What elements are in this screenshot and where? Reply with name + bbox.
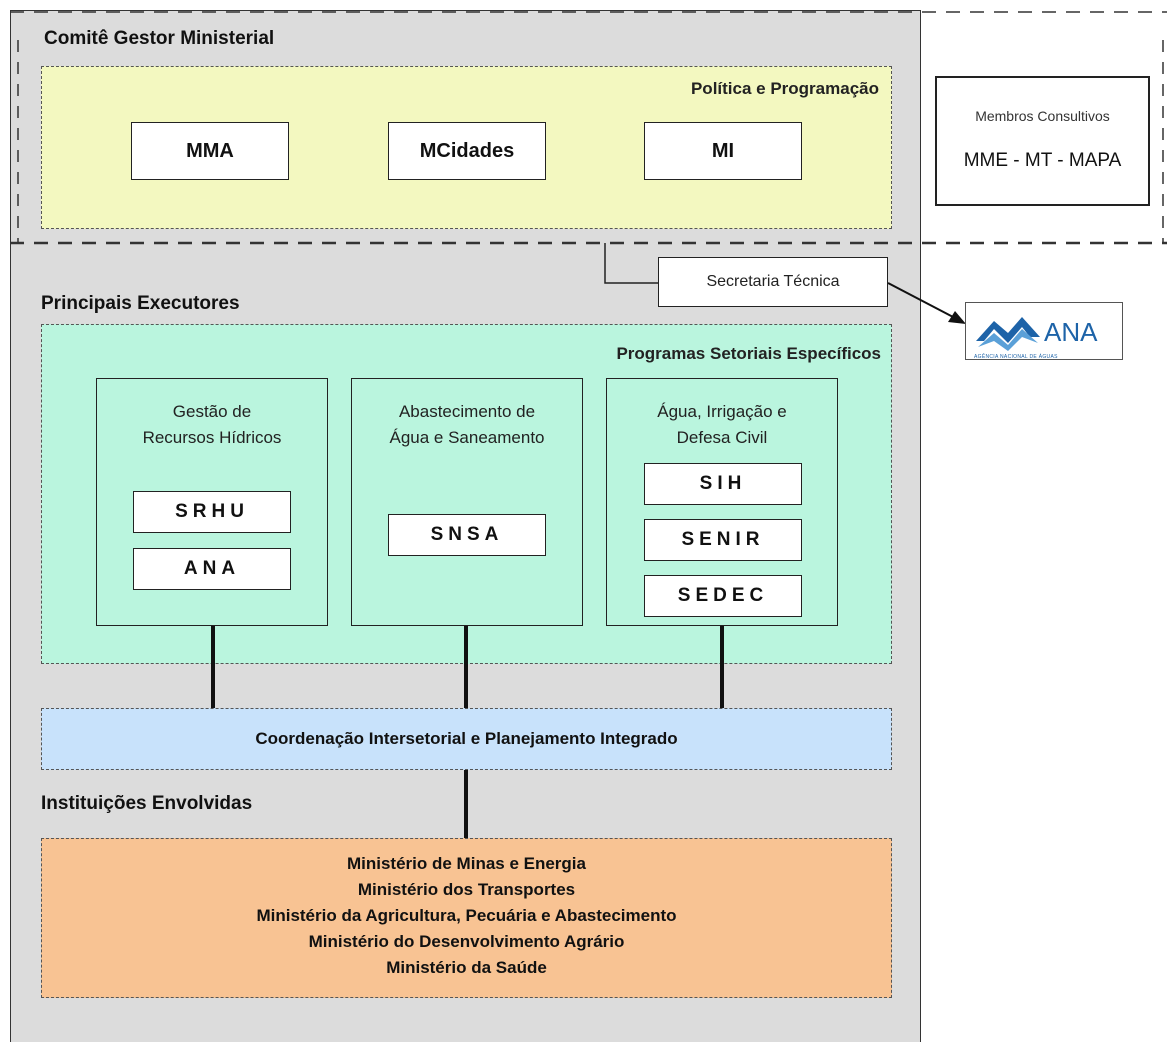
connector-line [211,626,215,708]
consultative-members-box: Membros Consultivos MME - MT - MAPA [935,76,1150,206]
ana-logo: ANA AGÊNCIA NACIONAL DE ÁGUAS [965,302,1123,360]
ministry-box-mma: MMA [131,122,289,180]
code-box-srhu: SRHU [133,491,291,533]
programs-label: Programas Setoriais Específicos [616,344,881,363]
executors-title: Principais Executores [41,293,240,314]
institution-item: Ministério de Minas e Energia [346,854,586,873]
code-box-snsa: SNSA [388,514,546,556]
committee-title: Comitê Gestor Ministerial [44,28,275,49]
institutions-list: Ministério de Minas e Energia Ministério… [42,851,891,981]
ana-logo-subtitle: AGÊNCIA NACIONAL DE ÁGUAS [974,354,1058,360]
policy-label: Política e Programação [690,79,879,98]
institution-item: Ministério da Saúde [386,958,547,977]
ana-wave-icon [976,317,1040,351]
code-box-senir: SENIR [644,519,802,561]
secretariat-box: Secretaria Técnica [658,257,888,307]
coordination-label: Coordenação Intersetorial e Planejamento… [255,729,678,748]
code-box-sedec: SEDEC [644,575,802,617]
institution-item: Ministério da Agricultura, Pecuária e Ab… [256,906,677,925]
ministry-box-mcidades: MCidades [388,122,546,180]
connector-line [720,626,724,708]
institution-item: Ministério dos Transportes [357,880,576,899]
consultative-members: MME - MT - MAPA [963,150,1122,171]
ana-logo-text: ANA [1044,317,1098,347]
institution-item: Ministério do Desenvolvimento Agrário [308,932,625,951]
consultative-title: Membros Consultivos [975,108,1110,124]
connector-line [464,770,468,838]
sector-water-sanitation: Abastecimento de Água e Saneamento [351,378,583,626]
sector-title: Gestão de Recursos Hídricos [142,402,282,447]
sector-title: Abastecimento de Água e Saneamento [389,402,545,447]
code-box-ana: ANA [133,548,291,590]
connector-line [464,626,468,708]
ministry-box-mi: MI [644,122,802,180]
institutions-title: Instituições Envolvidas [41,793,253,814]
institutions-region: Ministério de Minas e Energia Ministério… [41,838,892,998]
sector-title: Água, Irrigação e Defesa Civil [657,402,787,447]
code-box-sih: SIH [644,463,802,505]
coordination-region: Coordenação Intersetorial e Planejamento… [41,708,892,770]
